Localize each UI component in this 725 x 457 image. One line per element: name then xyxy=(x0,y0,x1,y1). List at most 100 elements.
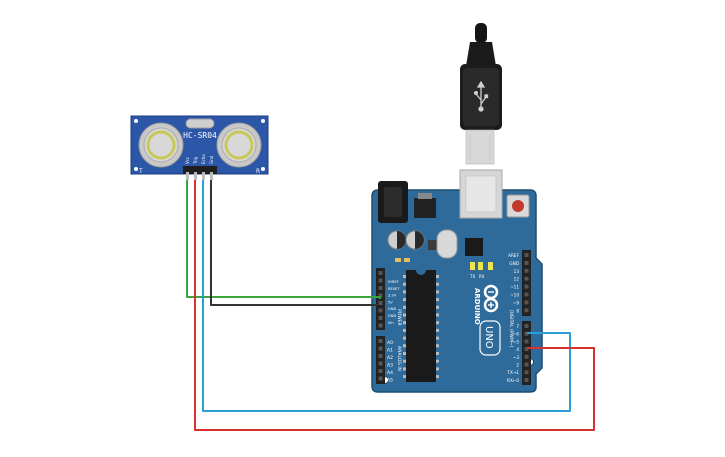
chip-pin xyxy=(403,344,406,348)
capacitor xyxy=(387,230,407,250)
power-pin-label: 3.3V xyxy=(388,294,397,298)
header-hole xyxy=(524,339,529,344)
wire-green-vcc-to-5v[interactable] xyxy=(186,180,381,299)
digital-pin-label: ~6 xyxy=(513,332,520,337)
chip-pin xyxy=(436,313,439,317)
header-hole xyxy=(378,308,383,313)
chip-pin xyxy=(403,305,406,309)
analog-pin-label: A2 xyxy=(387,355,393,361)
diode xyxy=(428,240,438,250)
usb-controller-chip xyxy=(465,238,483,256)
chip-pin xyxy=(403,367,406,371)
arduino-logo: ARDUINO UNO xyxy=(473,284,501,356)
header-hole xyxy=(524,292,529,297)
header-hole xyxy=(378,301,383,305)
wire-red-trig-to-pin[interactable] xyxy=(194,180,595,431)
chip-pin xyxy=(436,375,439,379)
digital-pin-label: AREF xyxy=(508,253,519,258)
infinity-icon xyxy=(483,284,499,313)
digital-pin-label: 2 xyxy=(516,363,519,368)
digital-pin-label: 13 xyxy=(514,269,520,274)
digital-pin-label: RX←0 xyxy=(507,378,519,383)
usb-cable-end xyxy=(475,23,487,43)
usb-strain-relief xyxy=(466,42,496,66)
crystal-oscillator xyxy=(185,118,215,129)
digital-pin-label: ~5 xyxy=(513,339,520,344)
wire-black-gnd-to-gnd[interactable] xyxy=(210,180,378,306)
header-hole xyxy=(378,369,383,373)
digital-pin-label: 7 xyxy=(516,324,519,329)
chip-pin xyxy=(436,359,439,363)
chip-pin xyxy=(436,344,439,348)
sensor-pin-label: Trig xyxy=(193,156,198,165)
chip-pin xyxy=(436,352,439,355)
tx-label: TX xyxy=(469,274,475,279)
power-section-label: POWER xyxy=(396,309,402,326)
header-hole xyxy=(524,347,529,352)
chip-pin xyxy=(403,359,406,363)
sensor-pin-label: Echo xyxy=(201,154,206,164)
analog-pin-label: A5 xyxy=(387,378,393,384)
receiver-transducer xyxy=(216,122,262,168)
voltage-regulator xyxy=(414,198,436,218)
power-pin-label: GND xyxy=(388,314,396,318)
header-hole xyxy=(524,276,529,281)
sensor-pin-label: Vcc xyxy=(185,157,190,164)
reset-button-cap[interactable] xyxy=(512,200,524,212)
sensor-hole xyxy=(261,167,265,171)
usb-cable[interactable] xyxy=(460,23,502,165)
chip-pin xyxy=(436,336,439,340)
digital-header-top[interactable] xyxy=(522,250,531,316)
chip-pin xyxy=(403,375,406,379)
chip-pin xyxy=(403,352,406,355)
power-pin-label: GND xyxy=(388,307,396,311)
capacitor xyxy=(405,230,425,250)
sensor-hole xyxy=(134,167,138,171)
chip-pin xyxy=(436,298,439,302)
header-hole xyxy=(524,370,529,375)
header-hole xyxy=(524,268,529,273)
power-pin-label: Vin xyxy=(388,321,394,325)
header-hole xyxy=(378,278,383,283)
power-pin-label: IOREF xyxy=(388,280,399,284)
digital-pin-label: GND xyxy=(509,261,519,266)
digital-pin-label: ~11 xyxy=(510,285,519,290)
chip-pin xyxy=(403,290,406,294)
chip-pin xyxy=(403,275,406,278)
chip-pin xyxy=(436,275,439,278)
model-text: UNO xyxy=(483,326,494,349)
chip-pin xyxy=(403,313,406,317)
chip-pin xyxy=(436,282,439,286)
usb-plug-metal xyxy=(465,129,495,165)
analog-header[interactable] xyxy=(376,336,385,384)
header-hole xyxy=(524,331,529,336)
header-hole xyxy=(524,324,529,328)
header-hole xyxy=(524,377,529,382)
header-hole xyxy=(378,293,383,298)
digital-pin-label: 8 xyxy=(516,308,519,313)
header-hole xyxy=(378,376,383,381)
analog-pin-label: A1 xyxy=(387,348,393,354)
header-hole xyxy=(524,300,529,305)
digital-header-bottom[interactable] xyxy=(522,321,531,385)
digital-pin-label: 12 xyxy=(514,277,520,282)
sensor-pin-header[interactable] xyxy=(183,166,217,180)
digital-pin-label: TX→1 xyxy=(506,370,519,375)
sensor-hole xyxy=(134,119,138,123)
header-hole xyxy=(524,362,529,367)
wire-blue-echo-to-pin[interactable] xyxy=(202,180,571,412)
chip-pin xyxy=(436,367,439,371)
digital-pin-label: ~3 xyxy=(513,355,520,360)
chip-pin xyxy=(403,282,406,286)
header-hole xyxy=(378,361,383,366)
chip-pin xyxy=(403,328,406,332)
chip-pin xyxy=(436,290,439,294)
brand-text: ARDUINO xyxy=(473,288,481,325)
